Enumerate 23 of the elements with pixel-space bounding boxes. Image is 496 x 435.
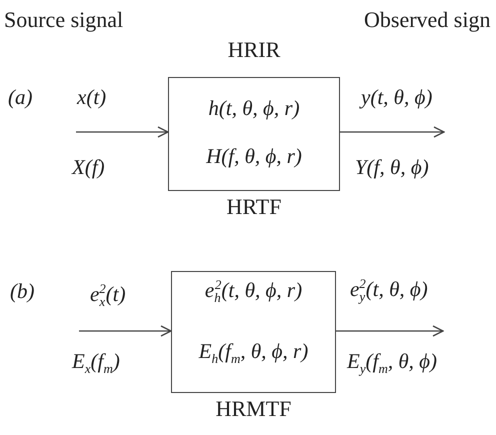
- signal-arrow: [76, 126, 169, 138]
- panel-label: (b): [10, 280, 34, 304]
- input-spectrum: X(f): [72, 156, 105, 180]
- block-caption: HRMTF: [214, 397, 292, 422]
- output-spectrum: E$_{y}$(f$_{m}$, θ, ϕ): [347, 350, 438, 374]
- input-signal: x(t): [77, 86, 106, 110]
- output-signal: e$_{y}$$^{2}$(t, θ, ϕ): [350, 278, 428, 302]
- block-caption: HRTF: [226, 195, 282, 220]
- formula: E$_{h}$(f$_{m}$, θ, ϕ, r): [198, 340, 310, 364]
- output-signal: y(t, θ, ϕ): [361, 86, 432, 110]
- formula: e$_{h}$$^{2}$(t, θ, ϕ, r): [204, 279, 304, 302]
- input-spectrum: E$_{x}$(f$_{m}$): [72, 350, 120, 374]
- column-heading: Observed sign: [364, 8, 490, 32]
- block-title: HRIR: [226, 38, 282, 62]
- panel-label: (a): [8, 86, 32, 110]
- signal-arrow: [336, 325, 444, 337]
- signal-arrow: [340, 126, 445, 138]
- formula: H(f, θ, ϕ, r): [205, 145, 303, 168]
- output-spectrum: Y(f, θ, ϕ): [355, 156, 429, 180]
- signal-arrow: [79, 325, 172, 337]
- input-signal: e$_{x}$$^{2}$(t): [90, 283, 126, 306]
- formula: h(t, θ, ϕ, r): [207, 97, 301, 120]
- column-heading: Source signal: [4, 8, 124, 32]
